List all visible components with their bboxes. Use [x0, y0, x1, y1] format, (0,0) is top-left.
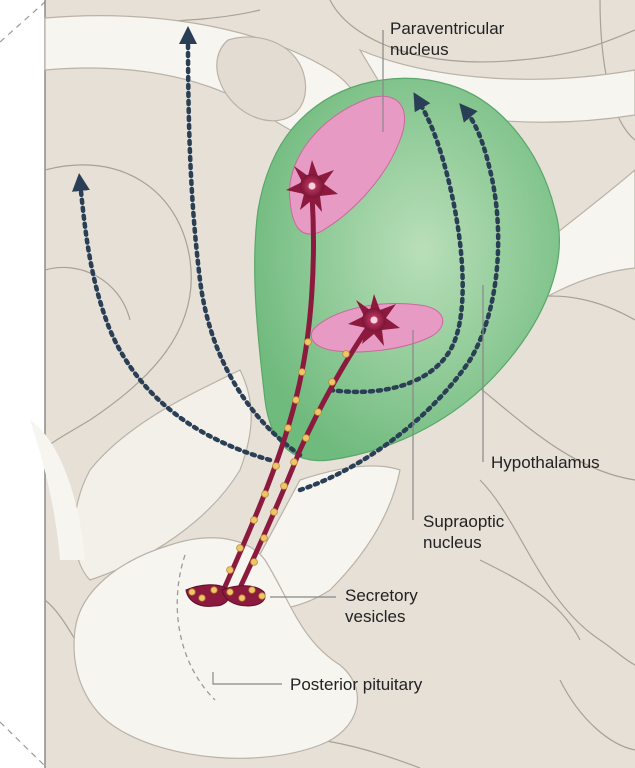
posterior-pituitary-label: Posterior pituitary	[290, 674, 422, 695]
vesicle	[285, 425, 292, 432]
paraventricular-label: Paraventricular nucleus	[390, 18, 504, 60]
vesicle	[259, 593, 265, 599]
vesicle	[281, 483, 288, 490]
supraoptic-label-line2: nucleus	[423, 532, 504, 553]
vesicle	[343, 351, 350, 358]
vesicle	[261, 535, 268, 542]
vesicle	[273, 463, 280, 470]
vesicle	[189, 589, 195, 595]
secretory-label-line1: Secretory	[345, 585, 418, 606]
hypothalamus-label-text: Hypothalamus	[491, 452, 600, 473]
supraoptic-label-line1: Supraoptic	[423, 511, 504, 532]
vesicle	[329, 379, 336, 386]
vesicle	[251, 559, 258, 566]
vesicle	[227, 567, 234, 574]
vesicle	[211, 587, 217, 593]
supraoptic-label: Supraoptic nucleus	[423, 511, 504, 553]
hypothalamus-label: Hypothalamus	[491, 452, 600, 473]
vesicle	[249, 587, 255, 593]
vesicle	[271, 509, 278, 516]
vesicle	[303, 435, 310, 442]
posterior-pituitary-label-text: Posterior pituitary	[290, 674, 422, 695]
secretory-label-line2: vesicles	[345, 606, 418, 627]
vesicle	[237, 545, 244, 552]
vesicle	[299, 369, 306, 376]
vesicle	[293, 397, 300, 404]
vesicle	[239, 595, 245, 601]
vesicle	[251, 517, 258, 524]
paraventricular-label-line2: nucleus	[390, 39, 504, 60]
vesicle	[291, 459, 298, 466]
vesicle	[227, 589, 233, 595]
secretory-vesicles-label: Secretory vesicles	[345, 585, 418, 627]
vesicle	[199, 595, 205, 601]
paraventricular-label-line1: Paraventricular	[390, 18, 504, 39]
vesicle	[315, 409, 322, 416]
vesicle	[262, 491, 269, 498]
vesicle	[305, 339, 312, 346]
